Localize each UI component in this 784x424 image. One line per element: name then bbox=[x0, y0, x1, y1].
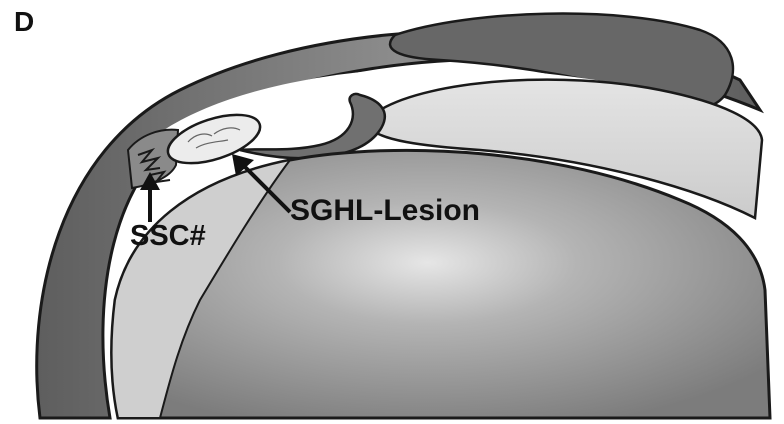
sghl-lesion-label: SGHL-Lesion bbox=[290, 196, 480, 226]
panel-letter: D bbox=[14, 8, 34, 36]
ssc-label: SSC# bbox=[130, 222, 206, 251]
